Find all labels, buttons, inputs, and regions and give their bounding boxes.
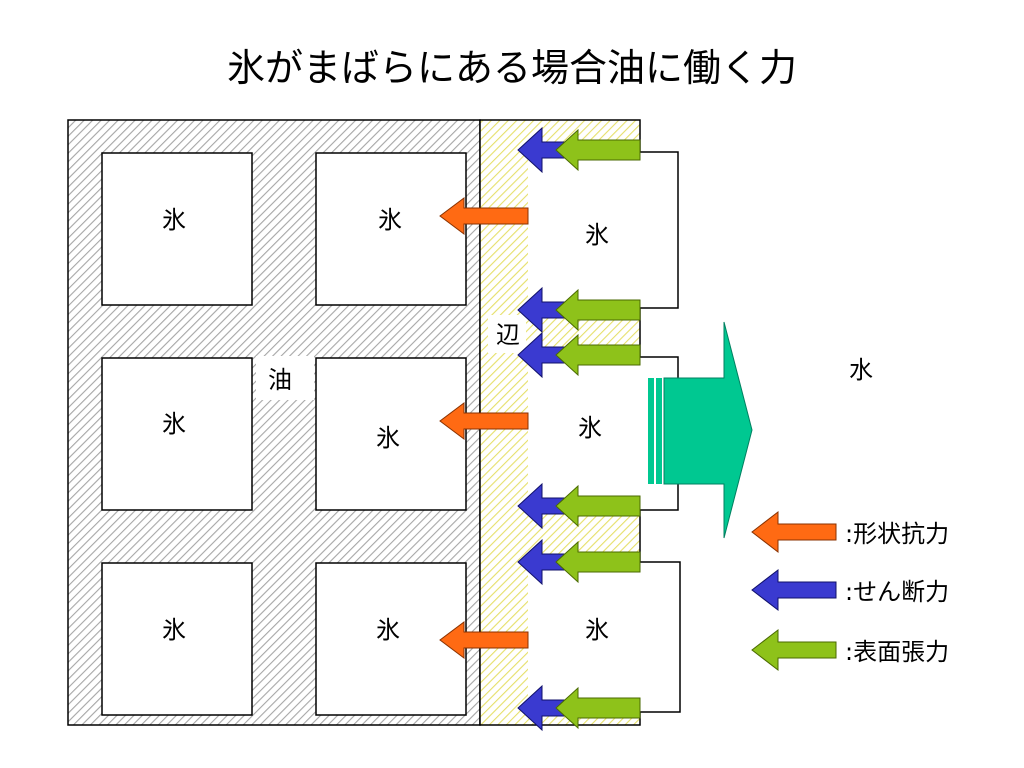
ice-block: [101, 152, 253, 306]
form-drag-arrow: [439, 621, 529, 659]
edge-label: 辺: [496, 321, 520, 349]
ice-label: 氷: [162, 206, 186, 234]
ice-grid: [101, 152, 467, 716]
edge-ice-block: [528, 152, 678, 318]
shear-arrows: [517, 126, 581, 732]
legend-form-drag-label: :形状抗力: [845, 520, 949, 548]
form-drag-arrows: [439, 197, 529, 659]
oil-label: 油: [268, 366, 292, 394]
ice-label: 氷: [162, 410, 186, 438]
ice-label: 氷: [585, 616, 609, 644]
water-flow-arrow: [648, 321, 753, 539]
legend-shear-label: :せん断力: [845, 578, 949, 606]
ice-label: 氷: [376, 424, 400, 452]
ice-label: 氷: [378, 206, 402, 234]
ice-label: 氷: [578, 414, 602, 442]
legend-form-drag-arrow: [751, 510, 837, 554]
ice-block: [315, 357, 467, 511]
ice-block: [101, 357, 253, 511]
form-drag-arrow: [439, 402, 529, 440]
ice-block: [101, 562, 253, 716]
water-label: 水: [849, 356, 873, 384]
legend-surface-tension-arrow: [751, 628, 837, 672]
legend-shear-arrow: [751, 568, 837, 612]
ice-label: 氷: [585, 221, 609, 249]
ice-label: 氷: [162, 616, 186, 644]
edge-ice-blocks: [528, 151, 681, 713]
ice-block: [315, 152, 467, 306]
form-drag-arrow: [439, 197, 529, 235]
legend-surface-tension-label: :表面張力: [845, 638, 949, 666]
edge-ice-block: [528, 562, 680, 712]
legend: :形状抗力 :せん断力 :表面張力: [751, 510, 949, 672]
surface-tension-arrows: [555, 128, 641, 730]
ice-label: 氷: [376, 616, 400, 644]
page-title: 氷がまばらにある場合油に働く力: [226, 46, 797, 90]
edge-ice-block: [528, 357, 678, 510]
